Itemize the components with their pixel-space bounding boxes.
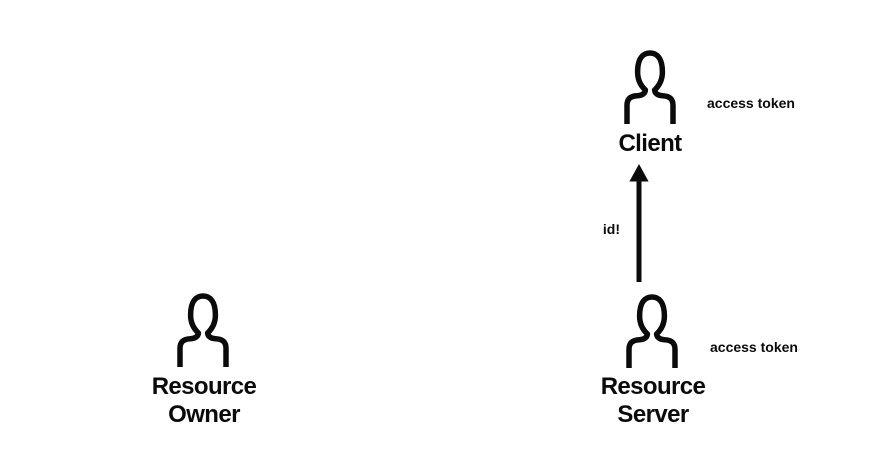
resource-owner-label-line2: Owner: [168, 401, 240, 428]
person-icon: [626, 294, 678, 368]
resource-server-label: Resource Server: [573, 373, 733, 429]
server-access-token-annotation: access token: [710, 339, 798, 355]
resource-owner-label-line1: Resource: [151, 373, 257, 400]
person-icon: [177, 293, 229, 367]
resource-server-label-line2: Server: [617, 401, 689, 428]
person-icon: [624, 50, 676, 124]
arrow-up-icon: [626, 163, 652, 283]
resource-server-label-line1: Resource: [600, 373, 706, 400]
arrow-label: id!: [602, 221, 620, 237]
resource-owner-label: Resource Owner: [124, 373, 284, 429]
client-access-token-annotation: access token: [707, 95, 795, 111]
client-label: Client: [618, 130, 682, 157]
